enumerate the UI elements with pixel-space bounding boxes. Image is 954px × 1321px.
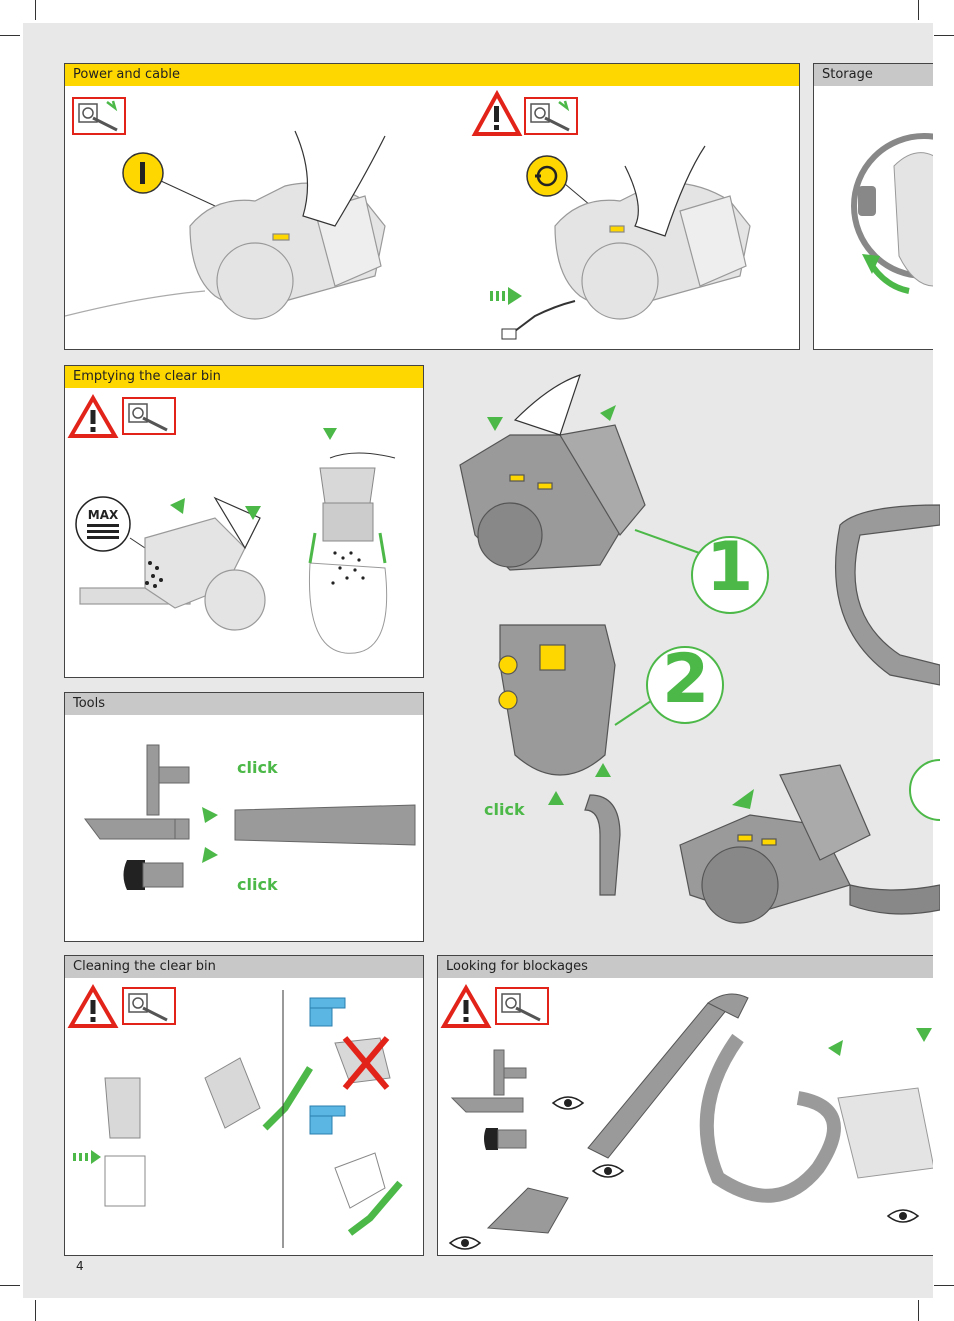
vacuum-illustration xyxy=(554,145,751,320)
power-and-cable-panel: Power and cable xyxy=(64,63,800,350)
pull-arrow-icon xyxy=(73,1150,101,1164)
crevice-tool-icon xyxy=(450,1097,524,1113)
bin-over-bag-illustration xyxy=(308,428,396,654)
warning-icon xyxy=(67,984,119,1028)
brush-tool-icon xyxy=(484,1128,527,1150)
combination-tool-icon xyxy=(146,744,190,816)
unplug-icon xyxy=(524,97,578,135)
bin-illustration xyxy=(837,1087,933,1179)
brush-tool-icon xyxy=(123,860,184,890)
push-arrow-icon xyxy=(548,763,611,805)
warning-icon xyxy=(440,984,492,1028)
eye-icon xyxy=(448,1236,482,1250)
max-line-icon: MAX xyxy=(75,496,131,552)
tools-panel: Tools click click xyxy=(64,692,424,942)
push-arrow-icon xyxy=(732,789,754,809)
unplug-icon xyxy=(122,987,176,1025)
click-label: click xyxy=(237,875,278,894)
step-number: 1 xyxy=(706,528,754,607)
vacuum-illustration xyxy=(65,130,386,320)
bin-illustration xyxy=(104,1057,261,1139)
crop-mark xyxy=(934,35,954,36)
step-circle xyxy=(646,646,724,724)
storage-illustration xyxy=(851,133,933,294)
hose-icon xyxy=(699,1033,841,1203)
click-label: click xyxy=(484,800,525,819)
page-number: 4 xyxy=(76,1259,84,1273)
cleaning-clear-bin-panel: Cleaning the clear bin xyxy=(64,955,424,1256)
wand-icon xyxy=(587,993,749,1159)
push-arrow-icon xyxy=(487,405,616,431)
unplug-icon xyxy=(495,987,549,1025)
blockages-panel: Looking for blockages xyxy=(437,955,933,1256)
unplug-icon xyxy=(122,397,176,435)
cleaning-illustration xyxy=(67,984,403,1248)
vacuum-illustration xyxy=(79,496,266,631)
power-illustration xyxy=(65,89,751,340)
crevice-tool-icon xyxy=(84,818,190,840)
cable-rewind-icon xyxy=(526,155,616,227)
check-icon xyxy=(347,1180,403,1236)
panel-title: Tools xyxy=(65,693,423,715)
panel-title: Storage xyxy=(814,64,933,86)
power-cable xyxy=(514,300,576,332)
push-arrow-icon xyxy=(916,1028,932,1042)
vacuum-illustration xyxy=(679,504,940,924)
panel-title: Cleaning the clear bin xyxy=(65,956,423,978)
combination-tool-icon xyxy=(493,1049,527,1096)
crop-mark xyxy=(0,1285,20,1286)
lift-arrow-icon xyxy=(828,1040,843,1056)
tap-icon xyxy=(309,997,346,1027)
dust-dots xyxy=(145,561,163,588)
check-icon xyxy=(262,1066,313,1131)
storage-panel: Storage xyxy=(813,63,933,350)
push-arrow-icon xyxy=(202,807,218,823)
crop-mark xyxy=(918,1300,919,1321)
step-circle xyxy=(691,536,769,614)
crop-mark xyxy=(918,0,919,20)
lift-arrow-icon xyxy=(170,498,185,514)
emptying-illustration: MAX xyxy=(67,394,396,654)
unplug-icon xyxy=(72,97,126,135)
emptying-clear-bin-panel: Emptying the clear bin MAX xyxy=(64,365,424,678)
power-plug xyxy=(501,328,517,340)
panel-title: Emptying the clear bin xyxy=(65,366,423,388)
eye-icon xyxy=(886,1209,920,1223)
panel-title: Power and cable xyxy=(65,64,799,86)
bin-illustration xyxy=(334,1152,386,1209)
step-number: 2 xyxy=(662,640,710,719)
blockages-illustration xyxy=(440,984,933,1250)
floor-tool-icon xyxy=(486,1187,569,1234)
panel-title: Looking for blockages xyxy=(438,956,933,978)
pull-arrow-icon xyxy=(490,287,522,305)
warning-icon xyxy=(471,89,523,136)
push-arrow-icon xyxy=(245,506,261,520)
crop-mark xyxy=(934,1285,954,1286)
eye-icon xyxy=(591,1164,625,1178)
eye-icon xyxy=(551,1096,585,1110)
cyclone-top-view xyxy=(498,624,621,896)
cross-icon xyxy=(342,1036,390,1090)
wand-icon xyxy=(234,804,416,846)
svg-text:MAX: MAX xyxy=(88,508,119,522)
warning-icon xyxy=(67,394,119,438)
tools-illustration xyxy=(84,744,416,890)
click-label: click xyxy=(237,758,278,777)
bin-removal-illustration xyxy=(459,374,940,924)
step-circle xyxy=(909,759,940,821)
crop-mark xyxy=(35,0,36,20)
tap-icon xyxy=(309,1105,346,1135)
push-arrow-icon xyxy=(202,847,218,863)
crop-mark xyxy=(35,1300,36,1321)
crop-mark xyxy=(0,35,20,36)
vacuum-illustration xyxy=(459,374,646,571)
